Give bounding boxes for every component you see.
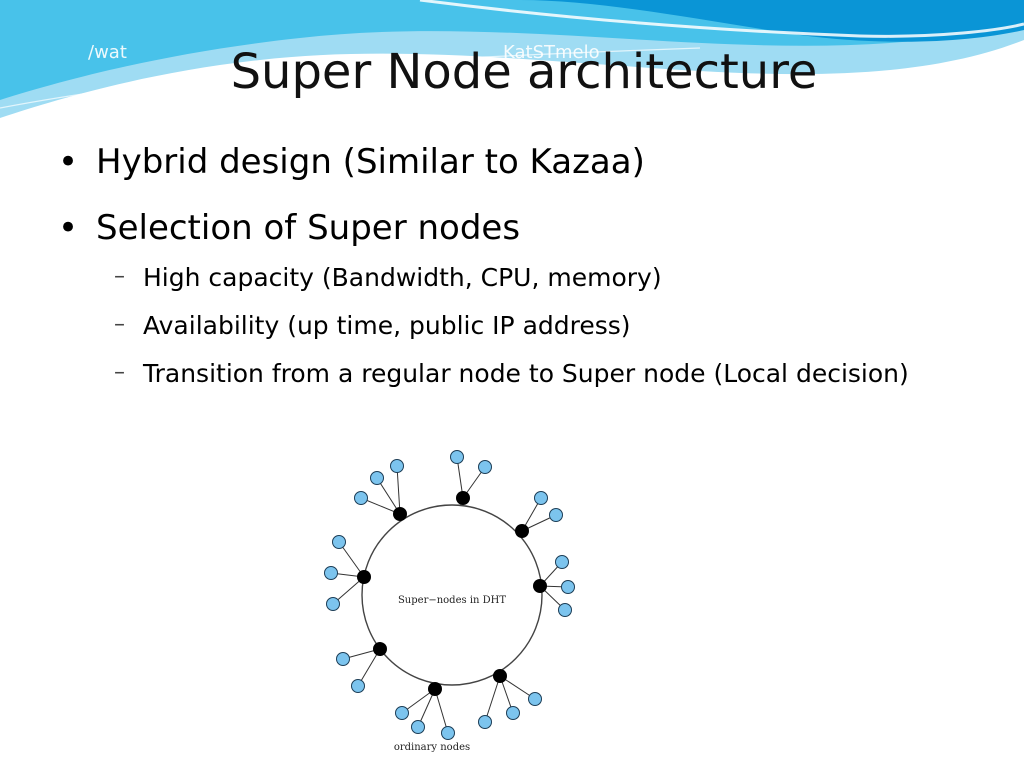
ordinary-node — [561, 580, 575, 594]
spoke-line — [484, 675, 501, 723]
bullet-item: • Selection of Super nodes – High capaci… — [58, 206, 1008, 390]
ordinary-node — [326, 597, 340, 611]
spoke-line — [376, 477, 401, 515]
super-node-group — [357, 491, 547, 696]
super-node — [373, 642, 387, 656]
ordinary-node — [332, 535, 346, 549]
ordinary-node — [534, 491, 548, 505]
super-node — [533, 579, 547, 593]
spoke-line — [434, 688, 449, 734]
subbullet-text: High capacity (Bandwidth, CPU, memory) — [143, 263, 662, 292]
super-node-dht-diagram: Super−nodes in DHT ordinary nodes — [324, 450, 575, 753]
super-node — [456, 491, 470, 505]
super-node — [357, 570, 371, 584]
header-wave-decoration — [0, 0, 1024, 118]
ordinary-node — [370, 471, 384, 485]
super-node — [428, 682, 442, 696]
ordinary-node — [441, 726, 455, 740]
spoke-line — [360, 497, 401, 515]
header-stray-text-right: KatSTmelo — [503, 42, 600, 63]
spoke-line — [396, 465, 401, 515]
ordinary-node — [324, 566, 338, 580]
subbullet-item: – Availability (up time, public IP addre… — [96, 310, 1008, 342]
bullet-dot: • — [58, 208, 79, 248]
ordinary-node — [478, 460, 492, 474]
ordinary-node — [478, 715, 492, 729]
ordinary-node — [555, 555, 569, 569]
wave-front — [0, 0, 1024, 42]
subbullet-dash: – — [114, 360, 125, 385]
subbullet-list: – High capacity (Bandwidth, CPU, memory)… — [96, 262, 1008, 390]
bullet-dot: • — [58, 142, 79, 182]
header-stray-text-left: /wat — [88, 42, 127, 63]
super-node — [493, 669, 507, 683]
ordinary-node — [411, 720, 425, 734]
subbullet-item: – High capacity (Bandwidth, CPU, memory) — [96, 262, 1008, 294]
ordinary-node — [506, 706, 520, 720]
subbullet-text: Transition from a regular node to Super … — [143, 359, 909, 388]
ordinary-node-group — [324, 450, 575, 740]
wave-white-streak — [419, 0, 1024, 38]
bullet-text: Hybrid design (Similar to Kazaa) — [96, 142, 645, 182]
wave-thin-line — [0, 47, 701, 109]
subbullet-dash: – — [114, 264, 125, 289]
ordinary-node — [354, 491, 368, 505]
subbullet-item: – Transition from a regular node to Supe… — [96, 358, 1008, 390]
bullet-text: Selection of Super nodes — [96, 208, 521, 248]
ordinary-node — [351, 679, 365, 693]
ordinary-node — [395, 706, 409, 720]
ordinary-node — [558, 603, 572, 617]
super-node — [515, 524, 529, 538]
bullet-item: • Hybrid design (Similar to Kazaa) — [58, 140, 1008, 184]
ordinary-node — [336, 652, 350, 666]
bullet-list: • Hybrid design (Similar to Kazaa) • Sel… — [58, 140, 1008, 412]
dht-center-label: Super−nodes in DHT — [398, 595, 506, 606]
ordinary-node — [528, 692, 542, 706]
ordinary-nodes-label: ordinary nodes — [394, 742, 470, 753]
dht-ring — [361, 504, 543, 686]
spoke-line — [357, 648, 381, 687]
ordinary-node — [549, 508, 563, 522]
subbullet-text: Availability (up time, public IP address… — [143, 311, 631, 340]
subbullet-dash: – — [114, 312, 125, 337]
slide-title: Super Node architecture — [230, 44, 818, 100]
super-node — [393, 507, 407, 521]
spoke-line — [338, 541, 365, 578]
ordinary-node — [450, 450, 464, 464]
ordinary-node — [390, 459, 404, 473]
